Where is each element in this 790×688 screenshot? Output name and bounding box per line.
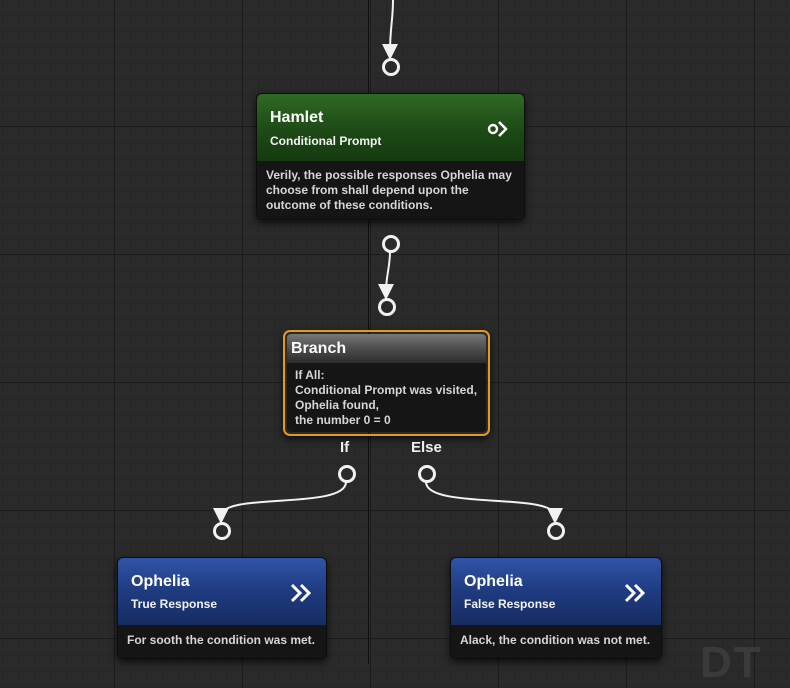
- hamlet-node-body: Verily, the possible responses Ophelia m…: [257, 161, 524, 219]
- wire-hamlet-branch: [378, 250, 395, 300]
- ophelia-false-node-header: Ophelia False Response: [451, 558, 661, 625]
- branch-if-label: If: [340, 439, 350, 456]
- ophelia-true-node-body: For sooth the condition was met.: [118, 625, 326, 658]
- branch-condition-line: Conditional Prompt was visited,: [295, 383, 478, 397]
- ophelia-false-response-node[interactable]: Ophelia False Response Alack, the condit…: [450, 557, 662, 659]
- response-icon: [624, 583, 646, 603]
- wire-if-true: [213, 481, 347, 524]
- ophelia-false-node-body: Alack, the condition was not met.: [451, 625, 661, 658]
- branch-node-title: Branch: [291, 340, 347, 357]
- branch-node-header: Branch: [287, 334, 486, 363]
- branch-if-pin[interactable]: [338, 465, 356, 483]
- ophelia-true-node-header: Ophelia True Response: [118, 558, 326, 625]
- ophelia-false-node-title: Ophelia: [464, 573, 523, 590]
- ophelia-true-node-subtitle: True Response: [131, 597, 218, 611]
- hamlet-input-pin[interactable]: [382, 58, 400, 76]
- branch-condition-line: Ophelia found,: [295, 398, 379, 412]
- watermark-logo: DT: [700, 638, 763, 687]
- ophelia-true-input-pin[interactable]: [213, 522, 231, 540]
- branch-conditions: If All: Conditional Prompt was visited, …: [287, 363, 486, 432]
- branch-input-pin[interactable]: [378, 298, 396, 316]
- branch-else-label: Else: [411, 439, 442, 456]
- response-icon: [290, 583, 312, 603]
- hamlet-node-subtitle: Conditional Prompt: [270, 134, 382, 148]
- graph-center-axis: [368, 0, 369, 664]
- branch-condition-line: If All:: [295, 368, 325, 382]
- hamlet-conditional-prompt-node[interactable]: Hamlet Conditional Prompt Verily, the po…: [256, 93, 525, 220]
- ophelia-true-node-title: Ophelia: [131, 573, 190, 590]
- hamlet-output-pin[interactable]: [382, 235, 400, 253]
- branch-condition-line: the number 0 = 0: [295, 413, 391, 427]
- connection-wires: [213, 0, 563, 524]
- ophelia-false-node-subtitle: False Response: [464, 597, 556, 611]
- ophelia-false-input-pin[interactable]: [547, 522, 565, 540]
- ophelia-true-response-node[interactable]: Ophelia True Response For sooth the cond…: [117, 557, 327, 659]
- conditional-prompt-icon: [487, 121, 508, 137]
- wire-else-false: [425, 481, 563, 524]
- hamlet-node-header: Hamlet Conditional Prompt: [257, 94, 524, 161]
- branch-node[interactable]: Branch If All: Conditional Prompt was vi…: [283, 330, 490, 436]
- branch-else-pin[interactable]: [418, 465, 436, 483]
- wire-entry: [382, 0, 399, 60]
- hamlet-node-title: Hamlet: [270, 109, 324, 126]
